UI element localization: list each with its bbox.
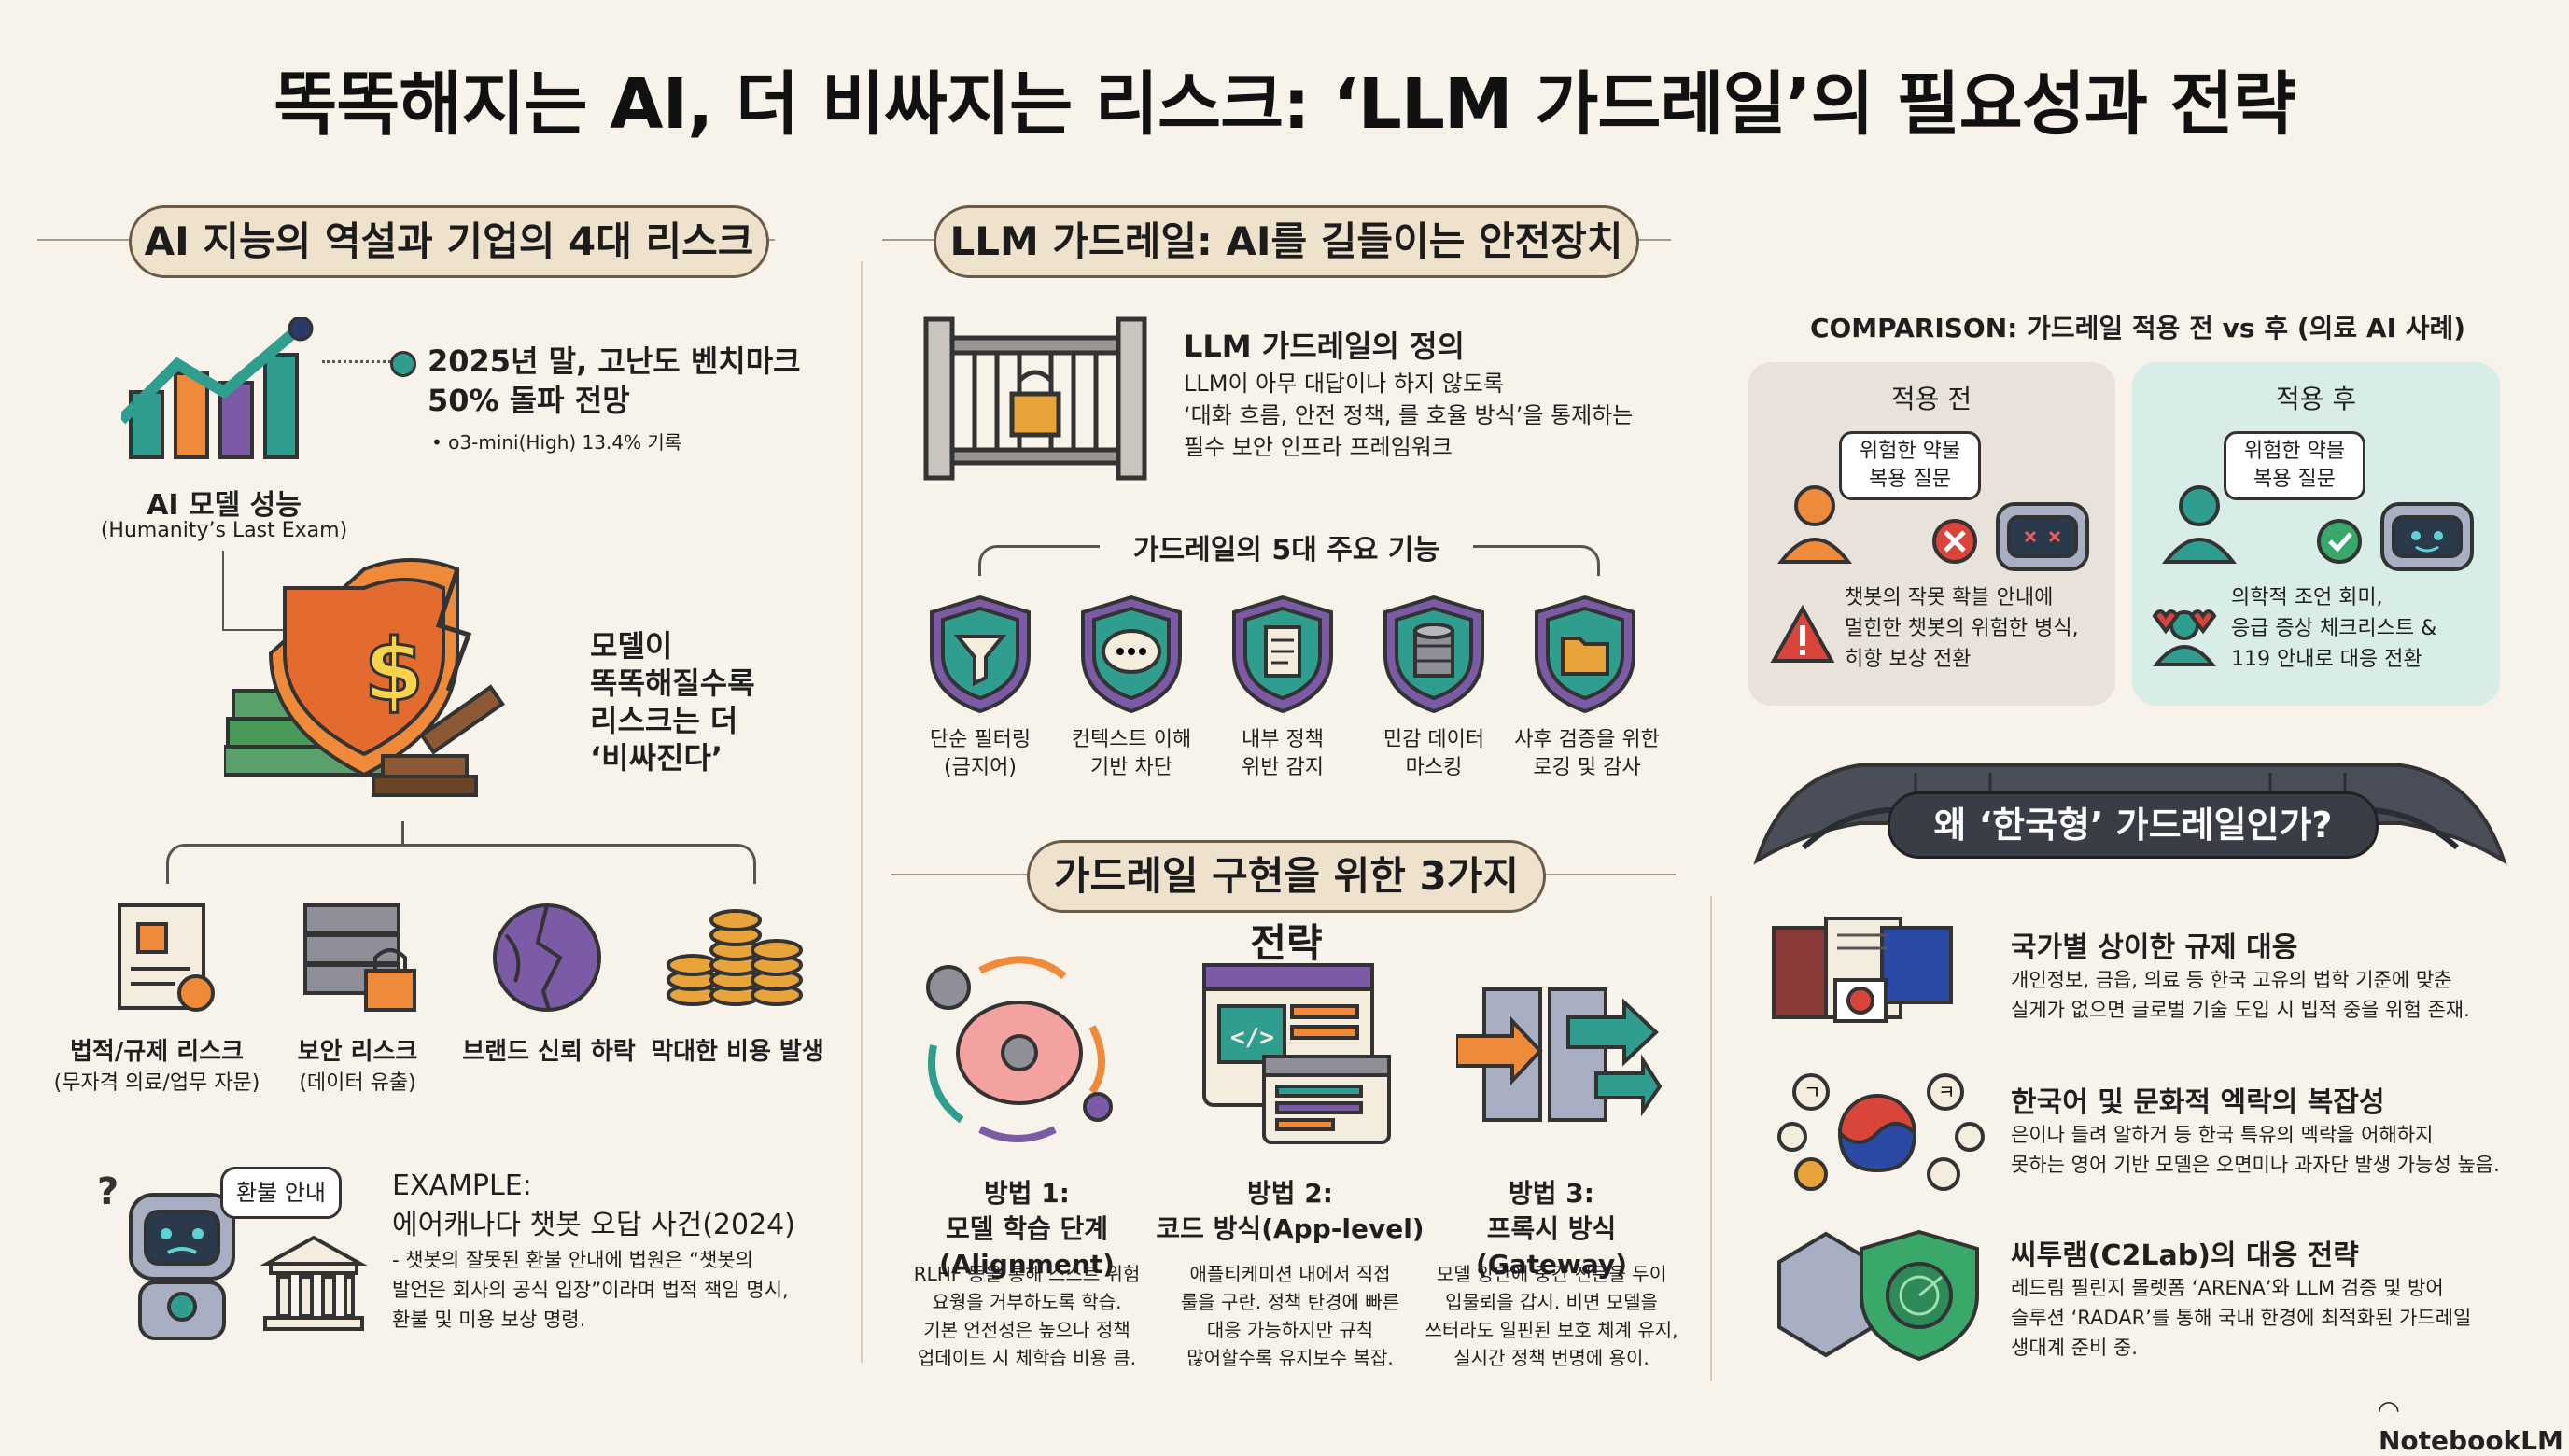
function-label-logging: 사후 검증을 위한 로깅 및 감사 — [1514, 728, 1660, 779]
cracked-globe-icon — [487, 898, 609, 1019]
functions-title: 가드레일의 5대 주요 기능 — [1100, 526, 1473, 567]
strategy-2-title: 방법 2: 코드 방식(App-level) — [1156, 1178, 1425, 1244]
svg-text:?: ? — [97, 1170, 119, 1213]
benchmark-note: • o3-mini(High) 13.4% 기록 — [431, 431, 682, 454]
function-label-masking: 민감 데이터 마스킹 — [1383, 728, 1485, 779]
before-text: 챗봇의 작못 확블 안내에 멀힌한 챗봇의 위험한 병식, 히항 보상 전환 — [1845, 586, 2079, 671]
after-scene-icon — [2153, 476, 2489, 579]
before-scene-icon — [1768, 476, 2104, 579]
folder-icon — [1531, 594, 1639, 715]
risk-label-legal: 법적/규제 리스크 — [70, 1038, 244, 1066]
strategy-3-text: 모델 앙단에 중간 전문을 두이 입물뢰을 갑시. 비면 모델을 쓰터라도 일핀… — [1425, 1263, 1678, 1369]
reason-1-text: 개인정보, 금읍, 의료 등 한국 고유의 법학 기준에 맞춘 실게가 없으면 … — [2011, 969, 2470, 1021]
strategies-header: 가드레일 구현을 위한 3가지 전략 — [1027, 840, 1546, 966]
radar-shield-icon — [1770, 1225, 1985, 1365]
performance-chart-icon — [121, 317, 327, 467]
svg-text:$: $ — [364, 621, 424, 721]
comparison-title: COMPARISON: 가드레일 적용 전 vs 후 (의료 AI 사례) — [1809, 313, 2466, 343]
risk-label-security: 보안 리스크 — [297, 1038, 418, 1066]
reason-2-title: 한국어 및 문화적 엑락의 복잡성 — [2011, 1086, 2385, 1119]
document-icon — [1228, 594, 1337, 715]
coin-stacks-icon — [665, 902, 805, 1023]
function-label-context: 컨텍스트 이해 기반 차단 — [1071, 728, 1192, 779]
proxy-arrows-icon — [1456, 980, 1662, 1129]
server-lock-icon — [301, 896, 422, 1017]
refund-bubble: 환불 안내 — [220, 1167, 342, 1219]
before-label: 적용 전 — [1890, 384, 1972, 414]
svg-text:</>: </> — [1230, 1024, 1274, 1052]
paradox-text: 모델이 똑똑해질수록 리스크는 더 ‘비싸진다’ — [590, 628, 755, 776]
brain-gear-icon — [915, 943, 1130, 1157]
locked-gate-icon — [919, 310, 1152, 487]
benchmark-dot-icon — [390, 351, 416, 377]
legal-document-icon — [110, 896, 222, 1017]
reason-2-text: 은이나 들려 알하거 등 한국 특유의 멕락을 어해하지 못하는 영어 기반 모… — [2011, 1124, 2500, 1176]
regulation-docs-icon — [1770, 913, 1957, 1034]
risk-sub-legal: (무자격 의료/업무 자문) — [53, 1071, 260, 1095]
after-text: 의학적 조언 회미, 응급 증상 체크리스트 & 119 안내로 대응 전환 — [2231, 586, 2437, 671]
svg-text:ㅋ: ㅋ — [1938, 1081, 1955, 1103]
notebooklm-logo: ◠ NotebookLM — [2379, 1394, 2565, 1456]
warning-icon — [1770, 605, 1835, 665]
database-icon — [1380, 594, 1488, 715]
risk-label-brand: 브랜드 신뢰 하락 — [462, 1038, 636, 1066]
performance-sub: (Humanity’s Last Exam) — [100, 519, 348, 542]
code-window-icon: </> — [1199, 959, 1395, 1146]
reason-3-text: 레드림 필린지 몰렛폼 ‘ARENA’와 LLM 검증 및 방어 슬루션 ‘RA… — [2011, 1277, 2472, 1359]
reason-3-title: 씨투램(C2Lab)의 대응 전략 — [2011, 1239, 2359, 1272]
korean-banner-title: 왜 ‘한국형’ 가드레일인가? — [1888, 791, 2379, 859]
svg-text:ㄱ: ㄱ — [1804, 1081, 1820, 1103]
after-bubble: 위험한 약믈 복용 질문 — [2224, 431, 2365, 500]
reason-1-title: 국가별 상이한 규제 대응 — [2011, 931, 2298, 964]
strategy-1-title: 방법 1: 모델 학습 단계(Alignment) — [939, 1178, 1115, 1280]
bank-building-icon — [258, 1232, 370, 1335]
notebooklm-icon: ◠ — [2379, 1394, 2399, 1425]
robot-icon: ? — [93, 1167, 271, 1344]
function-label-filter: 단순 필터링 (금지어) — [929, 728, 1032, 779]
example-title: EXAMPLE: 에어캐나다 챗봇 오답 사건(2024) — [392, 1169, 795, 1241]
strategy-3-title: 방법 3: 프록시 방식(Gateway) — [1476, 1178, 1627, 1280]
benchmark-title: 2025년 말, 고난도 벤치마크 50% 돌파 전망 — [428, 343, 801, 418]
notebooklm-brand: NotebookLM — [2379, 1425, 2563, 1456]
performance-label: AI 모델 성능 — [147, 489, 302, 522]
risk-label-cost: 막대한 비용 발생 — [651, 1038, 824, 1066]
divider-right — [1710, 896, 1712, 1381]
definition-text: LLM이 아무 대답이나 하지 않도록 ‘대화 흐름, 안전 정책, 를 호율 … — [1184, 371, 1634, 460]
strategy-2-text: 애플티케미션 내에서 직접 룰을 구란. 정책 탄경에 빠른 대응 가능하지만 … — [1180, 1263, 1400, 1369]
function-label-policy: 내부 정책 위반 감지 — [1242, 728, 1324, 779]
after-label: 적용 후 — [2275, 384, 2357, 414]
example-text: - 챗봇의 잘못된 환불 안내에 법원은 “챗봇의 발언은 회사의 공식 입장”… — [392, 1249, 789, 1331]
before-bubble: 위험한 약물 복용 질문 — [1839, 431, 1981, 500]
funnel-icon — [926, 594, 1034, 715]
page-title: 똑똑해지는 AI, 더 비싸지는 리스크: ‘LLM 가드레일’의 필요성과 전… — [274, 64, 2296, 145]
medical-heart-icon — [2147, 607, 2222, 668]
shield-money-icon: $ — [224, 551, 579, 812]
strategy-1-text: RLHF 등을 통해 스스트 위험 요웡을 거부하도록 학습. 기본 언전성은 … — [913, 1263, 1141, 1369]
divider-left — [861, 261, 863, 1363]
definition-title: LLM 가드레일의 정의 — [1184, 329, 1465, 364]
risk-sub-security: (데이터 유출) — [299, 1071, 416, 1095]
chat-bubble-icon — [1077, 594, 1186, 715]
left-section-header: AI 지능의 역설과 기업의 4대 리스크 — [129, 205, 769, 278]
middle-section-header: LLM 가드레일: AI를 길들이는 안전장치 — [934, 205, 1639, 278]
